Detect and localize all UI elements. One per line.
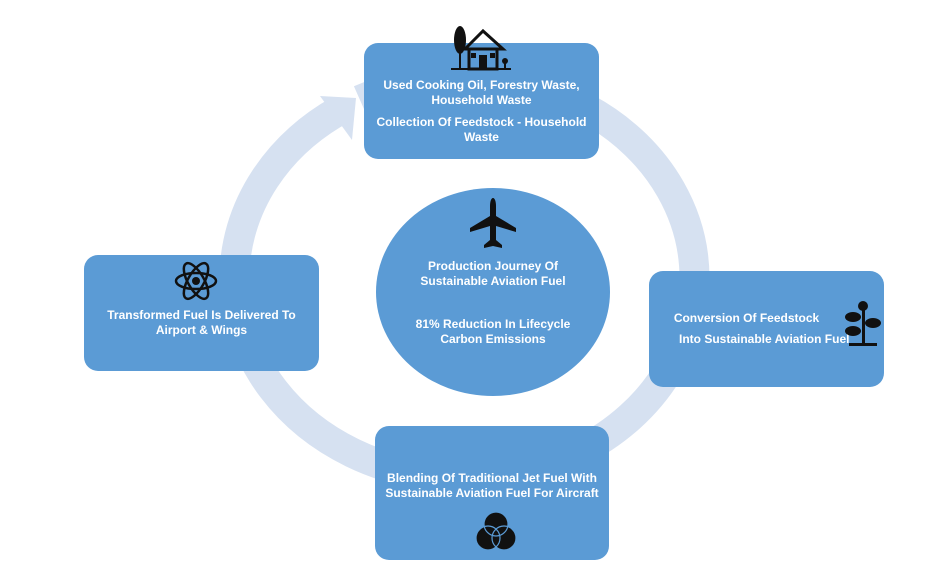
house-trees-icon <box>451 26 511 71</box>
step-collection-line2: Collection Of Feedstock - Household Wast… <box>376 115 587 144</box>
cycle-arrowhead <box>320 96 356 140</box>
step-collection-box: Used Cooking Oil, Forestry Waste, Househ… <box>364 26 599 159</box>
step-conversion-line1: Conversion Of Feedstock <box>673 311 820 325</box>
step-conversion-line2: Into Sustainable Aviation Fuel <box>679 332 850 346</box>
step-collection-line1: Used Cooking Oil, Forestry Waste, Househ… <box>383 78 580 107</box>
step-delivery-line1: Transformed Fuel Is Delivered To Airport… <box>107 308 296 337</box>
step-blending-line1: Blending Of Traditional Jet Fuel With Su… <box>385 471 599 500</box>
step-delivery-box: Transformed Fuel Is Delivered To Airport… <box>84 255 319 371</box>
center-stat: 81% Reduction In Lifecycle Carbon Emissi… <box>415 317 571 346</box>
center-circle: Production Journey Of Sustainable Aviati… <box>376 188 610 396</box>
airplane-icon <box>470 198 516 248</box>
step-blending-box: Blending Of Traditional Jet Fuel With Su… <box>375 426 609 560</box>
plant-sprout-icon <box>845 301 881 346</box>
venn-circles-icon <box>475 511 517 551</box>
center-title: Production Journey Of Sustainable Aviati… <box>420 259 566 288</box>
atom-icon <box>174 261 218 301</box>
step-conversion-box: Conversion Of Feedstock Into Sustainable… <box>649 271 884 387</box>
